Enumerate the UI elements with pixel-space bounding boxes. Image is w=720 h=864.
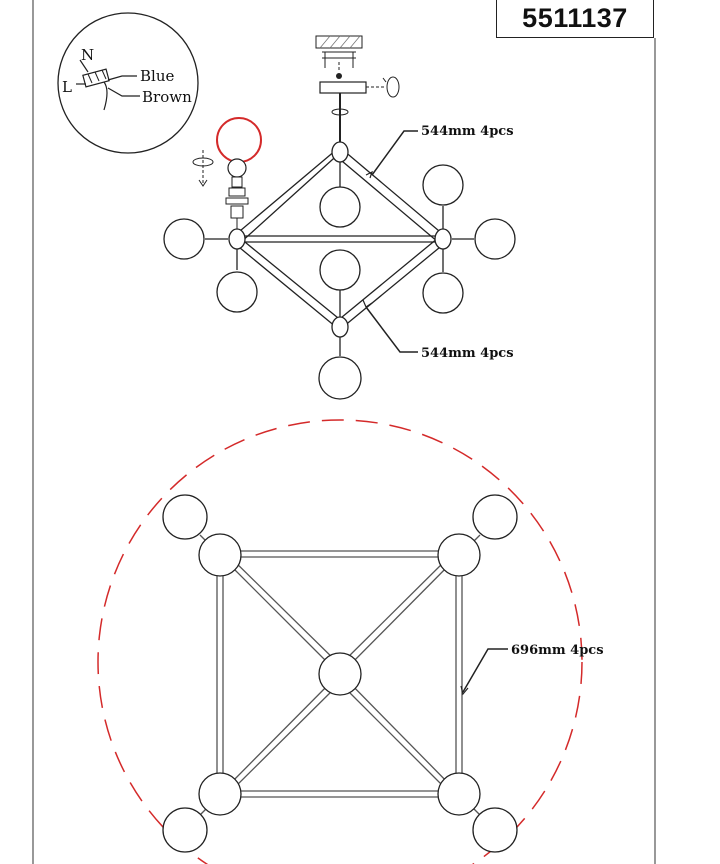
bottom-arm-leader <box>365 306 418 353</box>
model-number: 5511137 <box>522 2 628 33</box>
frame-arm-lower-right <box>342 242 446 328</box>
globe-right-upper <box>422 164 464 206</box>
side-elevation <box>163 130 516 400</box>
joint-hub-right <box>434 228 452 250</box>
top-arm-dimension-label: 544mm 4pcs <box>421 124 514 139</box>
joint-hub-left <box>228 228 246 250</box>
plan-diagonal-bl <box>221 675 338 793</box>
globe-right-lower <box>422 272 464 314</box>
canopy-icon <box>319 81 367 94</box>
plan-side-dimension-label: 696mm 4pcs <box>511 643 604 658</box>
globe-center-upper <box>319 249 361 291</box>
brown-wire-label: Brown <box>142 88 192 106</box>
bulb-install-detail <box>192 117 262 234</box>
plan-globe-tl <box>198 533 242 577</box>
frame-arm-lower-left <box>233 242 337 328</box>
globe-bottom <box>318 356 362 400</box>
highlight-circle <box>216 117 262 163</box>
bulb-icon <box>227 158 247 178</box>
plan-globe-outer-tr <box>472 494 518 540</box>
frame-arm-upper-right <box>342 149 446 237</box>
plan-globe-outer-tl <box>162 494 208 540</box>
globe-left-lower <box>216 271 258 313</box>
wiring-detail-circle <box>57 12 199 154</box>
live-label: L <box>62 78 72 96</box>
frame-arm-upper-left <box>233 149 337 237</box>
wiring-detail: N L Blue Brown <box>57 12 199 154</box>
blue-wire-label: Blue <box>140 67 174 85</box>
neutral-label: N <box>81 46 94 64</box>
rotate-screw-icon <box>386 76 400 98</box>
joint-hub-top <box>331 141 349 163</box>
plan-globe-bl <box>198 772 242 816</box>
plan-view: 696mm 4pcs <box>97 419 604 864</box>
plan-globe-br <box>437 772 481 816</box>
plan-globe-outer-br <box>472 807 518 853</box>
outline-circle <box>97 419 583 864</box>
plan-diagonal-br <box>342 675 458 793</box>
globe-top-inner <box>319 186 361 228</box>
top-arm-leader <box>371 130 418 176</box>
globe-right-outer <box>474 218 516 260</box>
ceiling-mount <box>315 35 400 145</box>
plan-diagonal-tr <box>342 556 458 673</box>
plan-globe-center <box>318 652 362 696</box>
plan-globe-outer-bl <box>162 807 208 853</box>
plan-diagonal-tl <box>221 556 338 673</box>
terminal-block-icon <box>82 68 110 88</box>
bottom-arm-dimension-label: 544mm 4pcs <box>421 346 514 361</box>
globe-left-outer <box>163 218 205 260</box>
plan-globe-tr <box>437 533 481 577</box>
joint-hub-bottom <box>331 316 349 338</box>
model-number-box: 5511137 <box>496 0 654 38</box>
plan-side-leader <box>462 648 508 693</box>
